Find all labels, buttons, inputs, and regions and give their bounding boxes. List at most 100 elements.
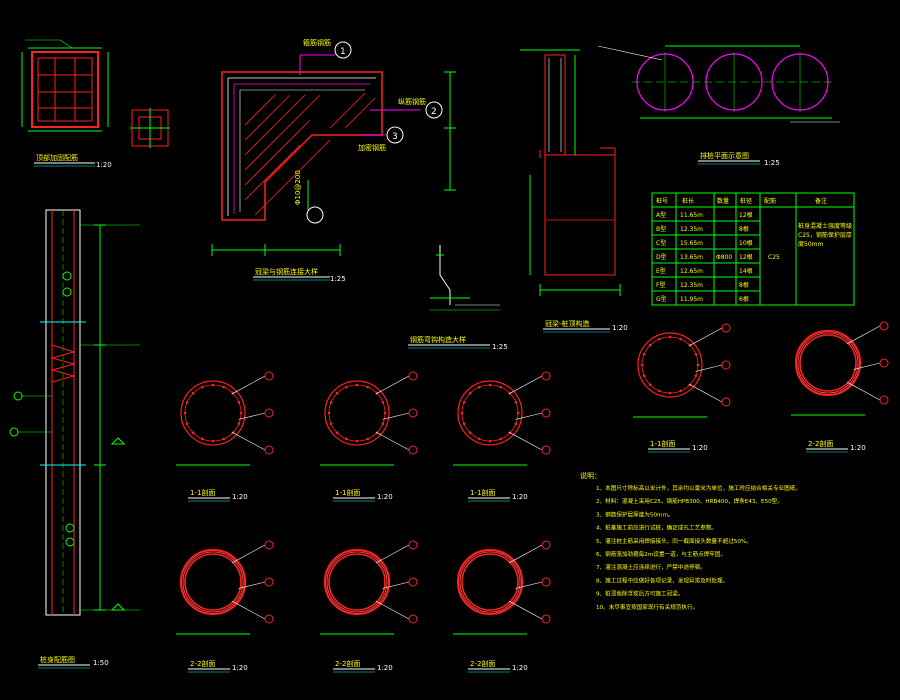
section-scale: 1:20 — [232, 664, 248, 672]
rebar-dot — [462, 400, 466, 404]
rebar-dot — [335, 431, 339, 435]
rebar-dot — [668, 391, 672, 395]
rebar-dot — [679, 389, 683, 393]
note-line: 6、钢筋笼加劲箍每2m设置一道，与主筋点焊牢固。 — [596, 550, 726, 558]
section-inner-ring — [184, 553, 242, 611]
table-header-cell: 配筋 — [764, 197, 776, 205]
rebar-dot — [237, 400, 241, 404]
section-outer-ring — [324, 380, 390, 446]
title-pile-layout: 排桩平面示意图 — [700, 151, 749, 160]
notes-title: 说明： — [580, 471, 601, 480]
column-section-detail — [520, 49, 621, 296]
section-scale: 1:20 — [377, 493, 393, 501]
section-inner-ring — [799, 334, 857, 392]
rebar-dot — [696, 363, 700, 367]
section-mid-ring — [182, 551, 244, 613]
table-cell: 12根 — [739, 211, 753, 219]
rebar-dot — [355, 383, 359, 387]
note-line: 3、钢筋保护层厚度为50mm。 — [596, 510, 674, 518]
section-title: 1-1剖面 — [335, 488, 360, 497]
rebar-dot — [668, 335, 672, 339]
callout-number-2: 2 — [431, 107, 437, 117]
rebar-dot — [381, 422, 385, 426]
table-cell: 12.35m — [680, 226, 703, 233]
rebar-dot — [642, 374, 646, 378]
note-line: 1、本图尺寸除标高以米计外，其余均以毫米为单位，施工时应结合相关专业图纸。 — [596, 484, 801, 492]
rebar-dot — [462, 422, 466, 426]
title-beam-joint: 冠梁与钢筋连接大样 — [255, 267, 318, 276]
leader-line — [232, 431, 266, 451]
rebar-dot — [211, 383, 215, 387]
callout-circle — [879, 358, 889, 368]
callout-circle — [408, 445, 418, 455]
pile-section-sec_1_b: 1-1剖面 1:20 — [320, 371, 418, 502]
leader-line — [509, 600, 543, 620]
table-cell: Φ800 — [716, 254, 732, 261]
callout-circle — [541, 371, 551, 381]
leader-line — [847, 325, 881, 345]
table-cell: 11.95m — [680, 296, 703, 303]
note-line: 2、材料：混凝土采用C25，钢筋HPB300、HRB400，焊条E43、E50型… — [596, 497, 783, 505]
callout-circle — [408, 577, 418, 587]
leader-line — [382, 412, 410, 420]
callout-circle — [879, 395, 889, 405]
leader-line — [847, 381, 881, 401]
callout-circle — [541, 445, 551, 455]
leader-line — [238, 581, 266, 589]
rebar-dot — [344, 385, 348, 389]
callout-circle — [541, 614, 551, 624]
table-header-cell: 桩号 — [656, 197, 668, 205]
rebar-dot — [514, 400, 518, 404]
rebar-dot — [488, 383, 492, 387]
callout-circle — [541, 577, 551, 587]
rebar-dot — [657, 389, 661, 393]
table-cell: 15.65m — [680, 240, 703, 247]
table-cell: B型 — [656, 225, 666, 233]
rebar-dot — [211, 439, 215, 443]
rebar-dot — [335, 391, 339, 395]
leader-line — [232, 544, 266, 564]
rebar-dot — [191, 391, 195, 395]
section-scale: 1:20 — [512, 664, 528, 672]
rebar-dot — [679, 337, 683, 341]
callout-circle — [541, 408, 551, 418]
table-cell: 8根 — [739, 281, 749, 289]
leader-line — [376, 431, 410, 451]
callout-circle-3 — [386, 126, 404, 144]
section-scale: 1:20 — [512, 493, 528, 501]
leader-line — [853, 362, 881, 370]
leader-line — [689, 383, 723, 403]
section-scale: 1:20 — [377, 664, 393, 672]
corner-section-detail — [21, 39, 170, 148]
rebar-dot — [488, 439, 492, 443]
rebar-dot — [222, 385, 226, 389]
leader-line — [376, 544, 410, 564]
notes-list: 1、本图尺寸除标高以米计外，其余均以毫米为单位，施工时应结合相关专业图纸。 2、材… — [596, 484, 801, 611]
scale-pile-elevation: 1:50 — [93, 659, 109, 667]
note-line: 5、灌注桩主筋采用焊接接头，同一截面接头数量不超过50%。 — [596, 537, 752, 545]
callout-circle — [721, 360, 731, 370]
note-line: 9、桩顶凿除浮浆后方可施工冠梁。 — [596, 590, 683, 598]
rebar-dot — [222, 437, 226, 441]
rebar-dot — [200, 385, 204, 389]
rebar-dot — [383, 411, 387, 415]
leader-line — [382, 581, 410, 589]
table-cell: 12根 — [739, 253, 753, 261]
rebar-dot — [200, 437, 204, 441]
scale-beam-joint: 1:25 — [330, 275, 346, 283]
table-remark-text: 桩身混凝土强度等级C25，钢筋保护层厚度50mm — [798, 223, 852, 248]
callout-circle-1 — [334, 41, 352, 59]
table-cell: 12.65m — [680, 268, 703, 275]
title-corner-section: 顶部加固配筋 — [36, 153, 78, 162]
callout-circle — [879, 321, 889, 331]
table-cell: 13.65m — [680, 254, 703, 261]
leader-line — [376, 375, 410, 395]
callout-number-1: 1 — [340, 47, 346, 57]
scale-pile-layout: 1:25 — [764, 159, 780, 167]
table-cell: A型 — [656, 211, 666, 219]
section-title: 1-1剖面 — [190, 488, 215, 497]
beam-joint-detail — [211, 54, 456, 256]
